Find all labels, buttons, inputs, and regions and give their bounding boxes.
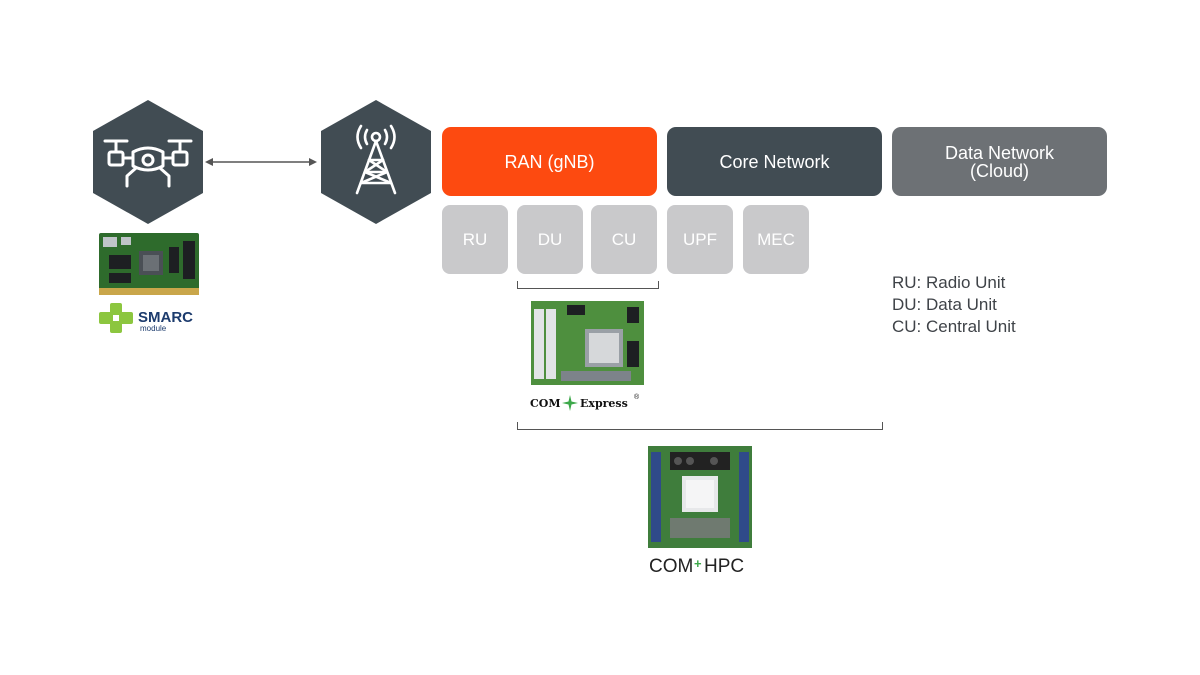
smarc-logo: SMARC module [99,303,209,335]
core-network-label: Core Network [719,151,830,172]
com-hpc-logo-right: HPC [704,556,745,577]
ran-label: RAN (gNB) [504,151,595,172]
unit-cu-label: CU [611,229,637,249]
data-network-sublabel: (Cloud) [969,160,1030,181]
com-hpc-logo-plus: + [694,556,702,571]
data-network-box: Data Network (Cloud) [892,127,1107,196]
legend-ru: RU: Radio Unit [892,273,1006,292]
smarc-board-image [99,233,199,295]
com-hpc-logo: COM + HPC [649,554,759,580]
unit-upf: UPF [667,205,733,274]
smarc-logo-mark [99,303,133,333]
tower-hexagon [321,100,431,224]
com-hpc-logo-left: COM [649,556,694,577]
com-express-registered-mark: ® [634,394,640,401]
unit-ru-label: RU [462,229,488,249]
data-network-label: Data Network [944,142,1055,163]
unit-du-label: DU [537,229,563,249]
double-arrow-icon [205,158,317,166]
legend-du: DU: Data Unit [892,295,997,314]
smarc-logo-title: SMARC [138,309,193,326]
unit-cu: CU [591,205,657,274]
unit-mec-label: MEC [757,229,795,249]
core-network-box: Core Network [667,127,882,196]
smarc-logo-subtitle: module [140,324,167,333]
drone-hexagon [93,100,203,224]
du-to-mec-bracket [517,422,883,430]
legend-cu: CU: Central Unit [892,317,1016,336]
unit-ru: RU [442,205,508,274]
drone-icon [103,139,193,188]
com-express-board-image [531,301,644,385]
com-express-logo-right: Express [580,397,628,410]
ran-box: RAN (gNB) [442,127,657,196]
unit-upf-label: UPF [683,229,717,249]
cell-tower-icon [355,124,397,195]
com-express-logo-left: COM [530,397,561,410]
com-express-star-icon [562,395,578,411]
unit-du: DU [517,205,583,274]
com-express-logo: COM Express ® [530,394,650,414]
unit-mec: MEC [743,205,809,274]
du-cu-bracket [517,281,659,289]
com-hpc-board-image [648,446,752,548]
legend: RU: Radio Unit DU: Data Unit CU: Central… [892,272,1016,338]
